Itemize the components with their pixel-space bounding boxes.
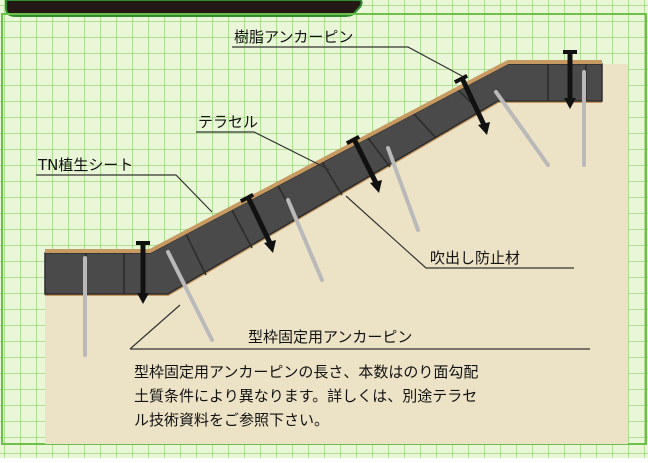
note-line-3: ル技術資料をご参照下さい。: [134, 411, 329, 429]
label-blowout-prevention: 吹出し防止材: [430, 249, 520, 267]
resin-pin: [239, 192, 276, 253]
tn-vegetation-sheet-line: [45, 60, 602, 253]
label-formwork-anchor-pin: 型枠固定用アンカーピン: [248, 328, 412, 346]
label-resin-anchor-pin: 樹脂アンカーピン: [234, 28, 353, 46]
note-line-2: 土質条件により異なります。詳しくは、別途テラセ: [134, 387, 477, 405]
note-line-1: 型枠固定用アンカーピンの長さ、本数はのり面勾配: [134, 363, 478, 381]
leader-lines: [36, 46, 590, 350]
resin-pin: [345, 134, 382, 193]
note: 型枠固定用アンカーピンの長さ、本数はのり面勾配 土質条件により異なります。詳しく…: [134, 363, 478, 429]
resin-anchor-pins: [136, 50, 577, 304]
resin-pin: [136, 241, 150, 304]
label-terracell: テラセル: [198, 113, 258, 131]
resin-pin: [563, 50, 577, 109]
resin-pin: [453, 73, 490, 135]
formwork-anchor-pins: [83, 70, 586, 357]
label-tn-vegetation-sheet: TN植生シート: [37, 156, 133, 174]
